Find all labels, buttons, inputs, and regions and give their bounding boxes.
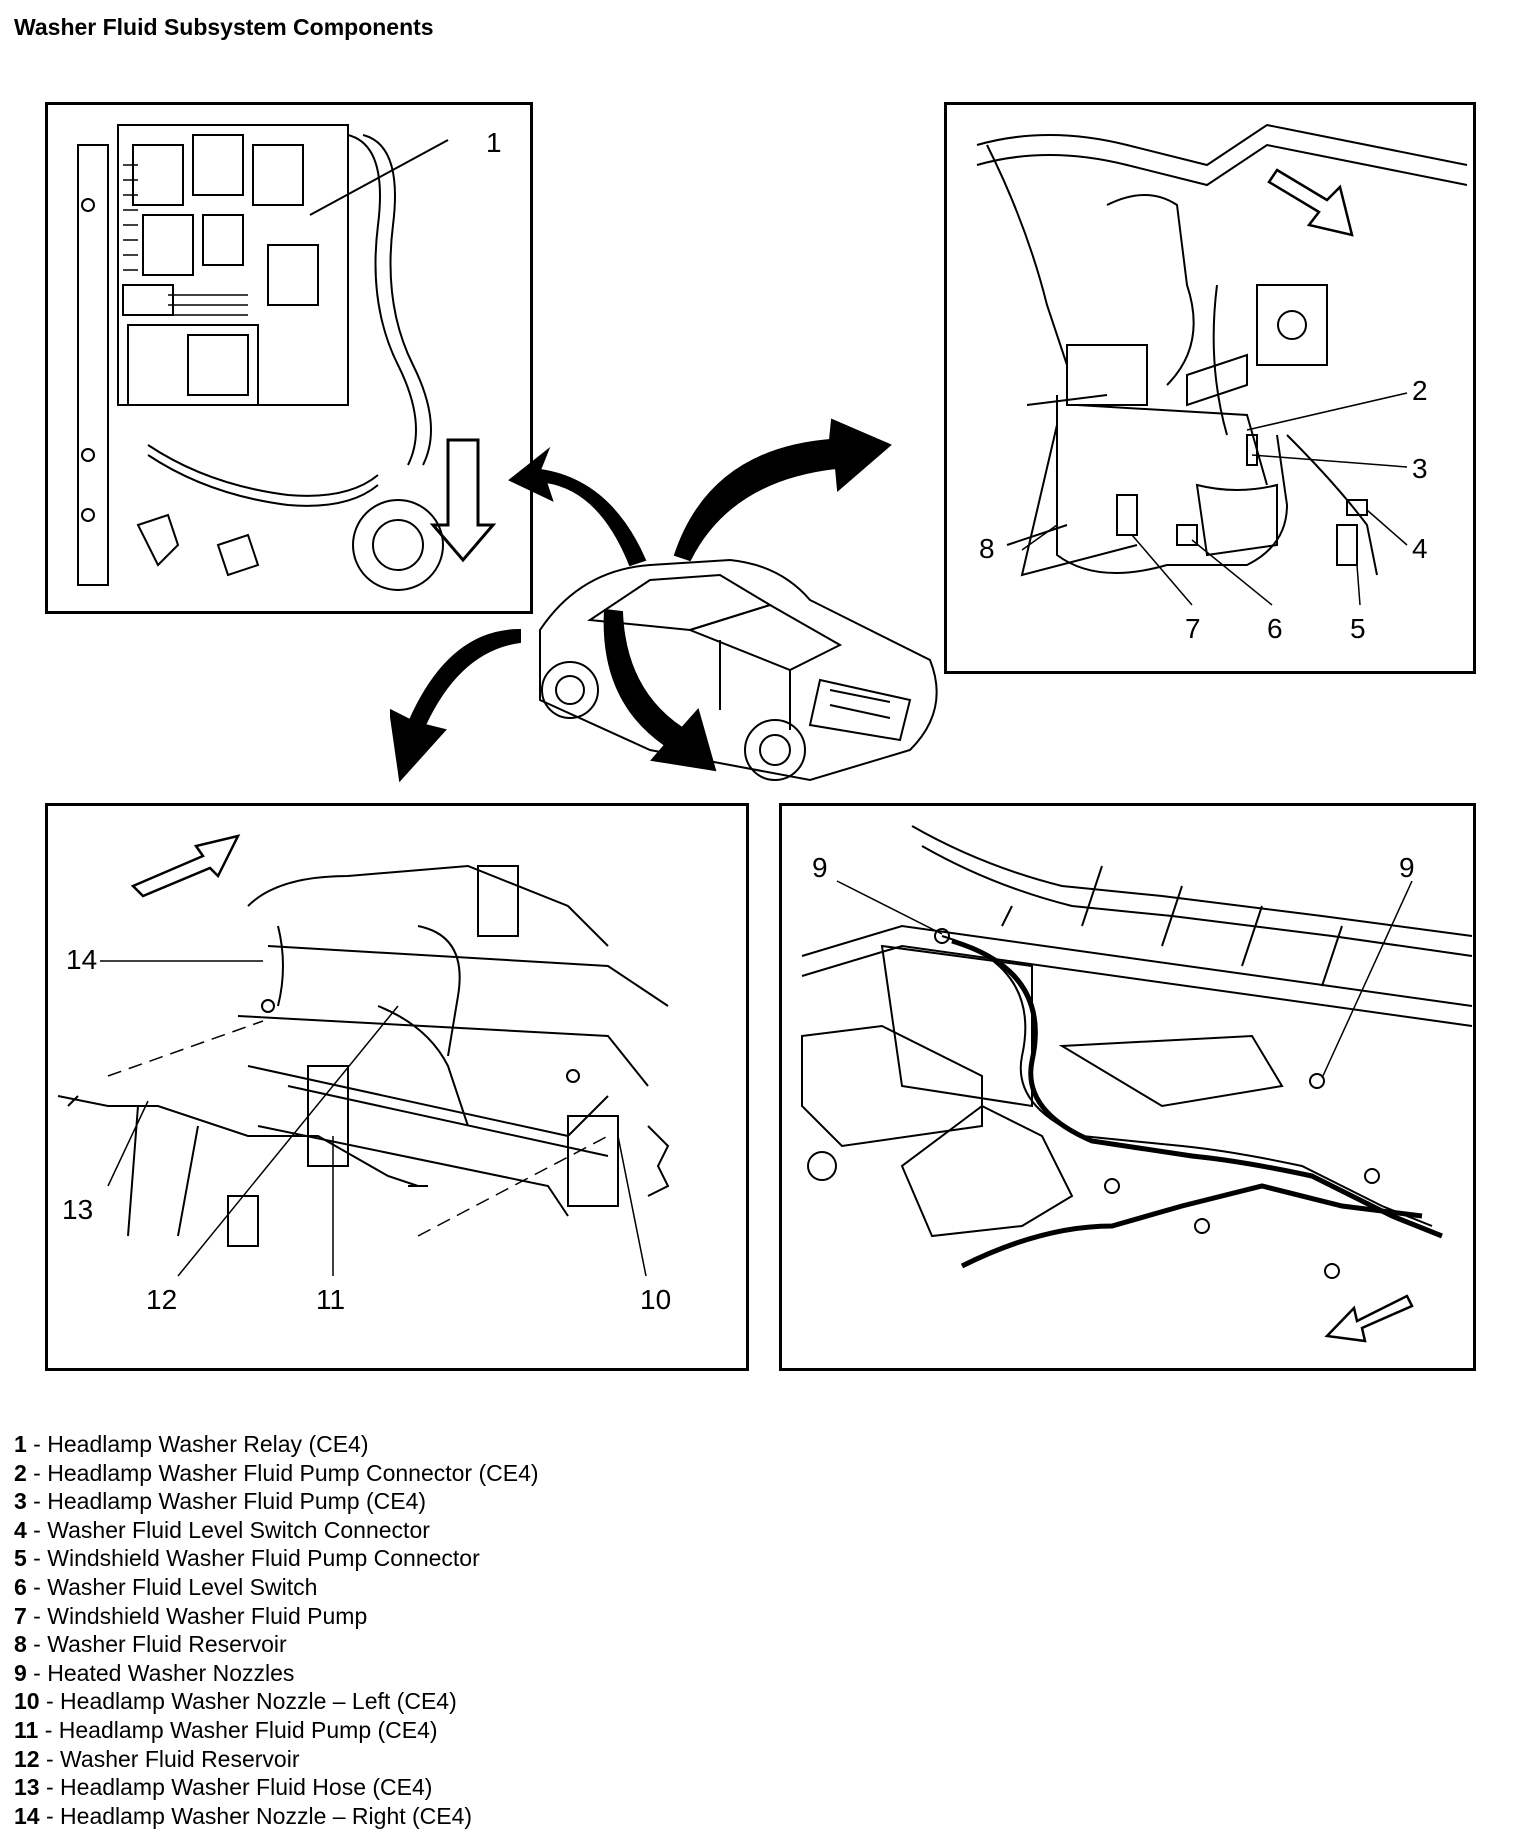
legend-item: 6 - Washer Fluid Level Switch <box>14 1573 318 1600</box>
callout-8: 8 <box>979 533 995 564</box>
callout-14: 14 <box>66 944 98 975</box>
legend-item: 14 - Headlamp Washer Nozzle – Right (CE4… <box>14 1802 473 1829</box>
legend-item: 8 - Washer Fluid Reservoir <box>14 1631 287 1658</box>
panel-heated-nozzles: 9 9 <box>779 803 1476 1371</box>
vehicle-illustration <box>388 418 938 783</box>
callout-1: 1 <box>486 127 502 158</box>
callout-10: 10 <box>640 1284 672 1315</box>
panel-reservoir: 2 3 4 5 6 7 8 <box>944 102 1476 674</box>
callout-9-left: 9 <box>812 852 828 883</box>
legend-item: 5 - Windshield Washer Fluid Pump Connect… <box>14 1545 480 1572</box>
page-title: Washer Fluid Subsystem Components <box>14 14 434 40</box>
panel-relay-box: 1 <box>45 102 533 614</box>
component-legend: 1 - Headlamp Washer Relay (CE4) 2 - Head… <box>14 1430 539 1830</box>
heated-nozzles-illustration <box>801 825 1473 1343</box>
callout-4: 4 <box>1412 533 1428 564</box>
headlamp-washer-illustration <box>57 834 670 1247</box>
callout-13: 13 <box>62 1194 94 1225</box>
reservoir-illustration <box>976 123 1468 577</box>
legend-item: 12 - Washer Fluid Reservoir <box>14 1745 300 1772</box>
callout-7: 7 <box>1185 613 1201 644</box>
legend-item: 3 - Headlamp Washer Fluid Pump (CE4) <box>14 1488 427 1515</box>
callout-12: 12 <box>146 1284 178 1315</box>
headlamp-washer-leader-lines <box>100 960 647 1277</box>
legend-item: 7 - Windshield Washer Fluid Pump <box>14 1602 368 1629</box>
reservoir-leader-lines <box>1021 392 1408 606</box>
legend-item: 1 - Headlamp Washer Relay (CE4) <box>14 1431 369 1457</box>
callout-3: 3 <box>1412 453 1428 484</box>
heated-nozzles-leader-lines <box>836 880 1413 1079</box>
vehicle-locator <box>388 380 950 800</box>
callout-2: 2 <box>1412 375 1428 406</box>
panel-headlamp-washer: 14 13 12 11 10 <box>45 803 749 1371</box>
legend-item: 11 - Headlamp Washer Fluid Pump (CE4) <box>14 1716 438 1743</box>
callout-9-right: 9 <box>1399 852 1415 883</box>
callout-11: 11 <box>316 1284 346 1315</box>
callout-5: 5 <box>1350 613 1366 644</box>
legend-item: 2 - Headlamp Washer Fluid Pump Connector… <box>14 1459 539 1486</box>
legend-item: 13 - Headlamp Washer Fluid Hose (CE4) <box>14 1774 433 1801</box>
legend-item: 4 - Washer Fluid Level Switch Connector <box>14 1516 430 1543</box>
legend-item: 9 - Heated Washer Nozzles <box>14 1659 295 1686</box>
relay-box-illustration <box>77 124 497 591</box>
callout-6: 6 <box>1267 613 1283 644</box>
legend-item: 10 - Headlamp Washer Nozzle – Left (CE4) <box>14 1688 457 1715</box>
